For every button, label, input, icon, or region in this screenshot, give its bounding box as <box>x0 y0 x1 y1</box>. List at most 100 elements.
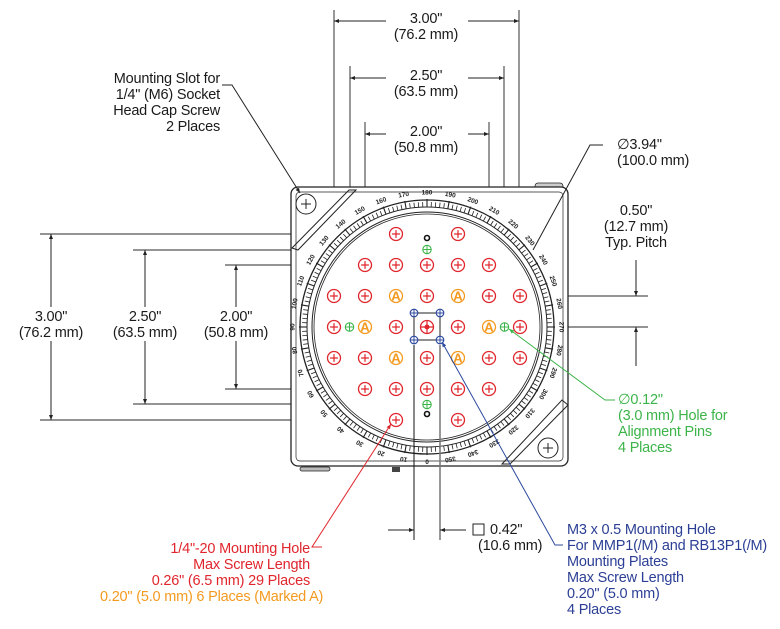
hole-crosshair <box>410 309 418 317</box>
dim-note: Typ. Pitch <box>605 235 667 251</box>
callout-line: 1/4" (M6) Socket <box>115 87 220 103</box>
dial-tick <box>538 279 544 283</box>
hole-crosshair <box>516 354 524 362</box>
dial-tick <box>307 363 313 367</box>
label-bg <box>104 307 188 341</box>
dim-top-3-00: 3.00" (76.2 mm) <box>376 11 476 43</box>
dial-tick <box>545 343 551 345</box>
small-dot-hole <box>423 234 431 242</box>
mounting-hole-1-4-20 <box>357 381 373 397</box>
dial-label: 270 <box>557 322 564 333</box>
m3-leader <box>441 341 563 546</box>
dial-tick <box>443 445 445 451</box>
callout-line: (3.0 mm) Hole for <box>618 408 728 424</box>
dial-tick <box>325 397 331 401</box>
dial-tick <box>382 206 387 215</box>
dim-mm: (12.7 mm) <box>603 219 669 235</box>
mounting-hole-1-4-20 <box>388 381 404 397</box>
dim-mm: (100.0 mm) <box>617 153 690 169</box>
dial-tick <box>349 421 354 426</box>
dial-label: 170 <box>398 191 410 200</box>
dim-top-2-00: 2.00" (50.8 mm) <box>376 124 476 156</box>
hole-crosshair <box>454 323 462 331</box>
mounting-hole-1-4-20 <box>419 257 435 273</box>
dial-tick <box>339 236 344 241</box>
dial-tick <box>328 403 336 410</box>
dial-label: 80 <box>291 346 299 355</box>
dial-tick <box>479 434 483 440</box>
dial-tick <box>305 355 311 358</box>
mounting-slot-hole <box>537 437 559 459</box>
dial-tick <box>541 287 547 291</box>
dial-tick <box>303 309 309 311</box>
m3-mounting-hole <box>435 308 445 318</box>
dial-label: 60 <box>306 389 316 399</box>
dial-tick <box>506 415 511 421</box>
dim-inch: 3.00" <box>34 309 68 325</box>
dial-tick <box>392 442 395 448</box>
mounting-hole-1-4-20 <box>450 381 466 397</box>
dial-tick <box>404 445 407 454</box>
dial-tick <box>493 223 498 228</box>
alignment-pin-hole <box>422 399 432 410</box>
hole-crosshair <box>454 230 462 238</box>
hole-crosshair <box>516 292 524 300</box>
dial-tick <box>300 304 309 307</box>
dial-tick <box>356 223 361 228</box>
label-bg <box>386 10 468 42</box>
m3-mounting-hole <box>409 308 419 318</box>
marked-a-letter: A <box>453 351 463 366</box>
bottom-tab <box>392 467 400 472</box>
dim-inch: 2.50" <box>128 309 162 325</box>
dial-tick <box>302 339 308 341</box>
dial-tick <box>518 244 526 251</box>
mounting-hole-1-4-20 <box>481 257 497 273</box>
marked-a-letter: A <box>484 320 494 335</box>
callout-line: 1/4"-20 Mounting Hole <box>170 541 310 557</box>
mounting-hole-marked-a: A <box>481 319 497 335</box>
dial-tick <box>343 233 348 239</box>
hole-circle <box>481 319 497 335</box>
dial-tick <box>510 413 515 418</box>
dial-tick <box>545 309 551 311</box>
dial-tick <box>451 204 454 210</box>
mounting-hole-1-4-20 <box>357 350 373 366</box>
dial-tick <box>312 375 318 379</box>
dial-tick <box>387 207 391 213</box>
hole-crosshair <box>421 321 433 333</box>
hole-crosshair <box>485 385 493 393</box>
mounting-hole-1-4-20 <box>512 319 528 335</box>
callout-line: 4 Places <box>567 602 622 618</box>
dial-tick <box>546 339 552 341</box>
dial-tick <box>360 220 364 226</box>
dial-tick <box>304 300 310 303</box>
callout-line: 0.26" (6.5 mm) 29 Places <box>151 573 311 589</box>
dial-tick <box>343 415 348 421</box>
mounting-hole-marked-a: A <box>388 351 404 366</box>
dial-tick <box>306 282 315 287</box>
dial-tick <box>300 347 309 350</box>
dim-square: 0.42" <box>490 522 523 538</box>
dial-tick <box>379 210 383 216</box>
dim-mm: (10.6 mm) <box>478 538 543 554</box>
hole-crosshair <box>423 261 431 269</box>
dial-tick <box>310 279 316 283</box>
mounting-hole-1-4-20 <box>450 319 466 335</box>
dial-tick <box>528 390 534 394</box>
dial-tick <box>536 275 542 279</box>
dim-mm: (50.8 mm) <box>393 140 459 156</box>
dial-tick <box>506 233 511 239</box>
dial-tick <box>312 275 318 279</box>
dial-tick <box>333 406 339 411</box>
dial-tick <box>482 216 487 222</box>
leader-lines <box>222 84 615 548</box>
mounting-hole-1-4-20 <box>481 350 497 366</box>
dial-tick <box>344 418 351 426</box>
callout-line: 0.20" (5.0 mm) <box>567 586 660 602</box>
dial-tick <box>409 445 411 451</box>
dial-label: 280 <box>554 344 563 356</box>
mounting-hole-1-4-20 <box>419 288 435 304</box>
hole-crosshair <box>392 416 400 424</box>
dial-tick <box>320 260 326 264</box>
callout-line: Alignment Pins <box>618 424 712 440</box>
